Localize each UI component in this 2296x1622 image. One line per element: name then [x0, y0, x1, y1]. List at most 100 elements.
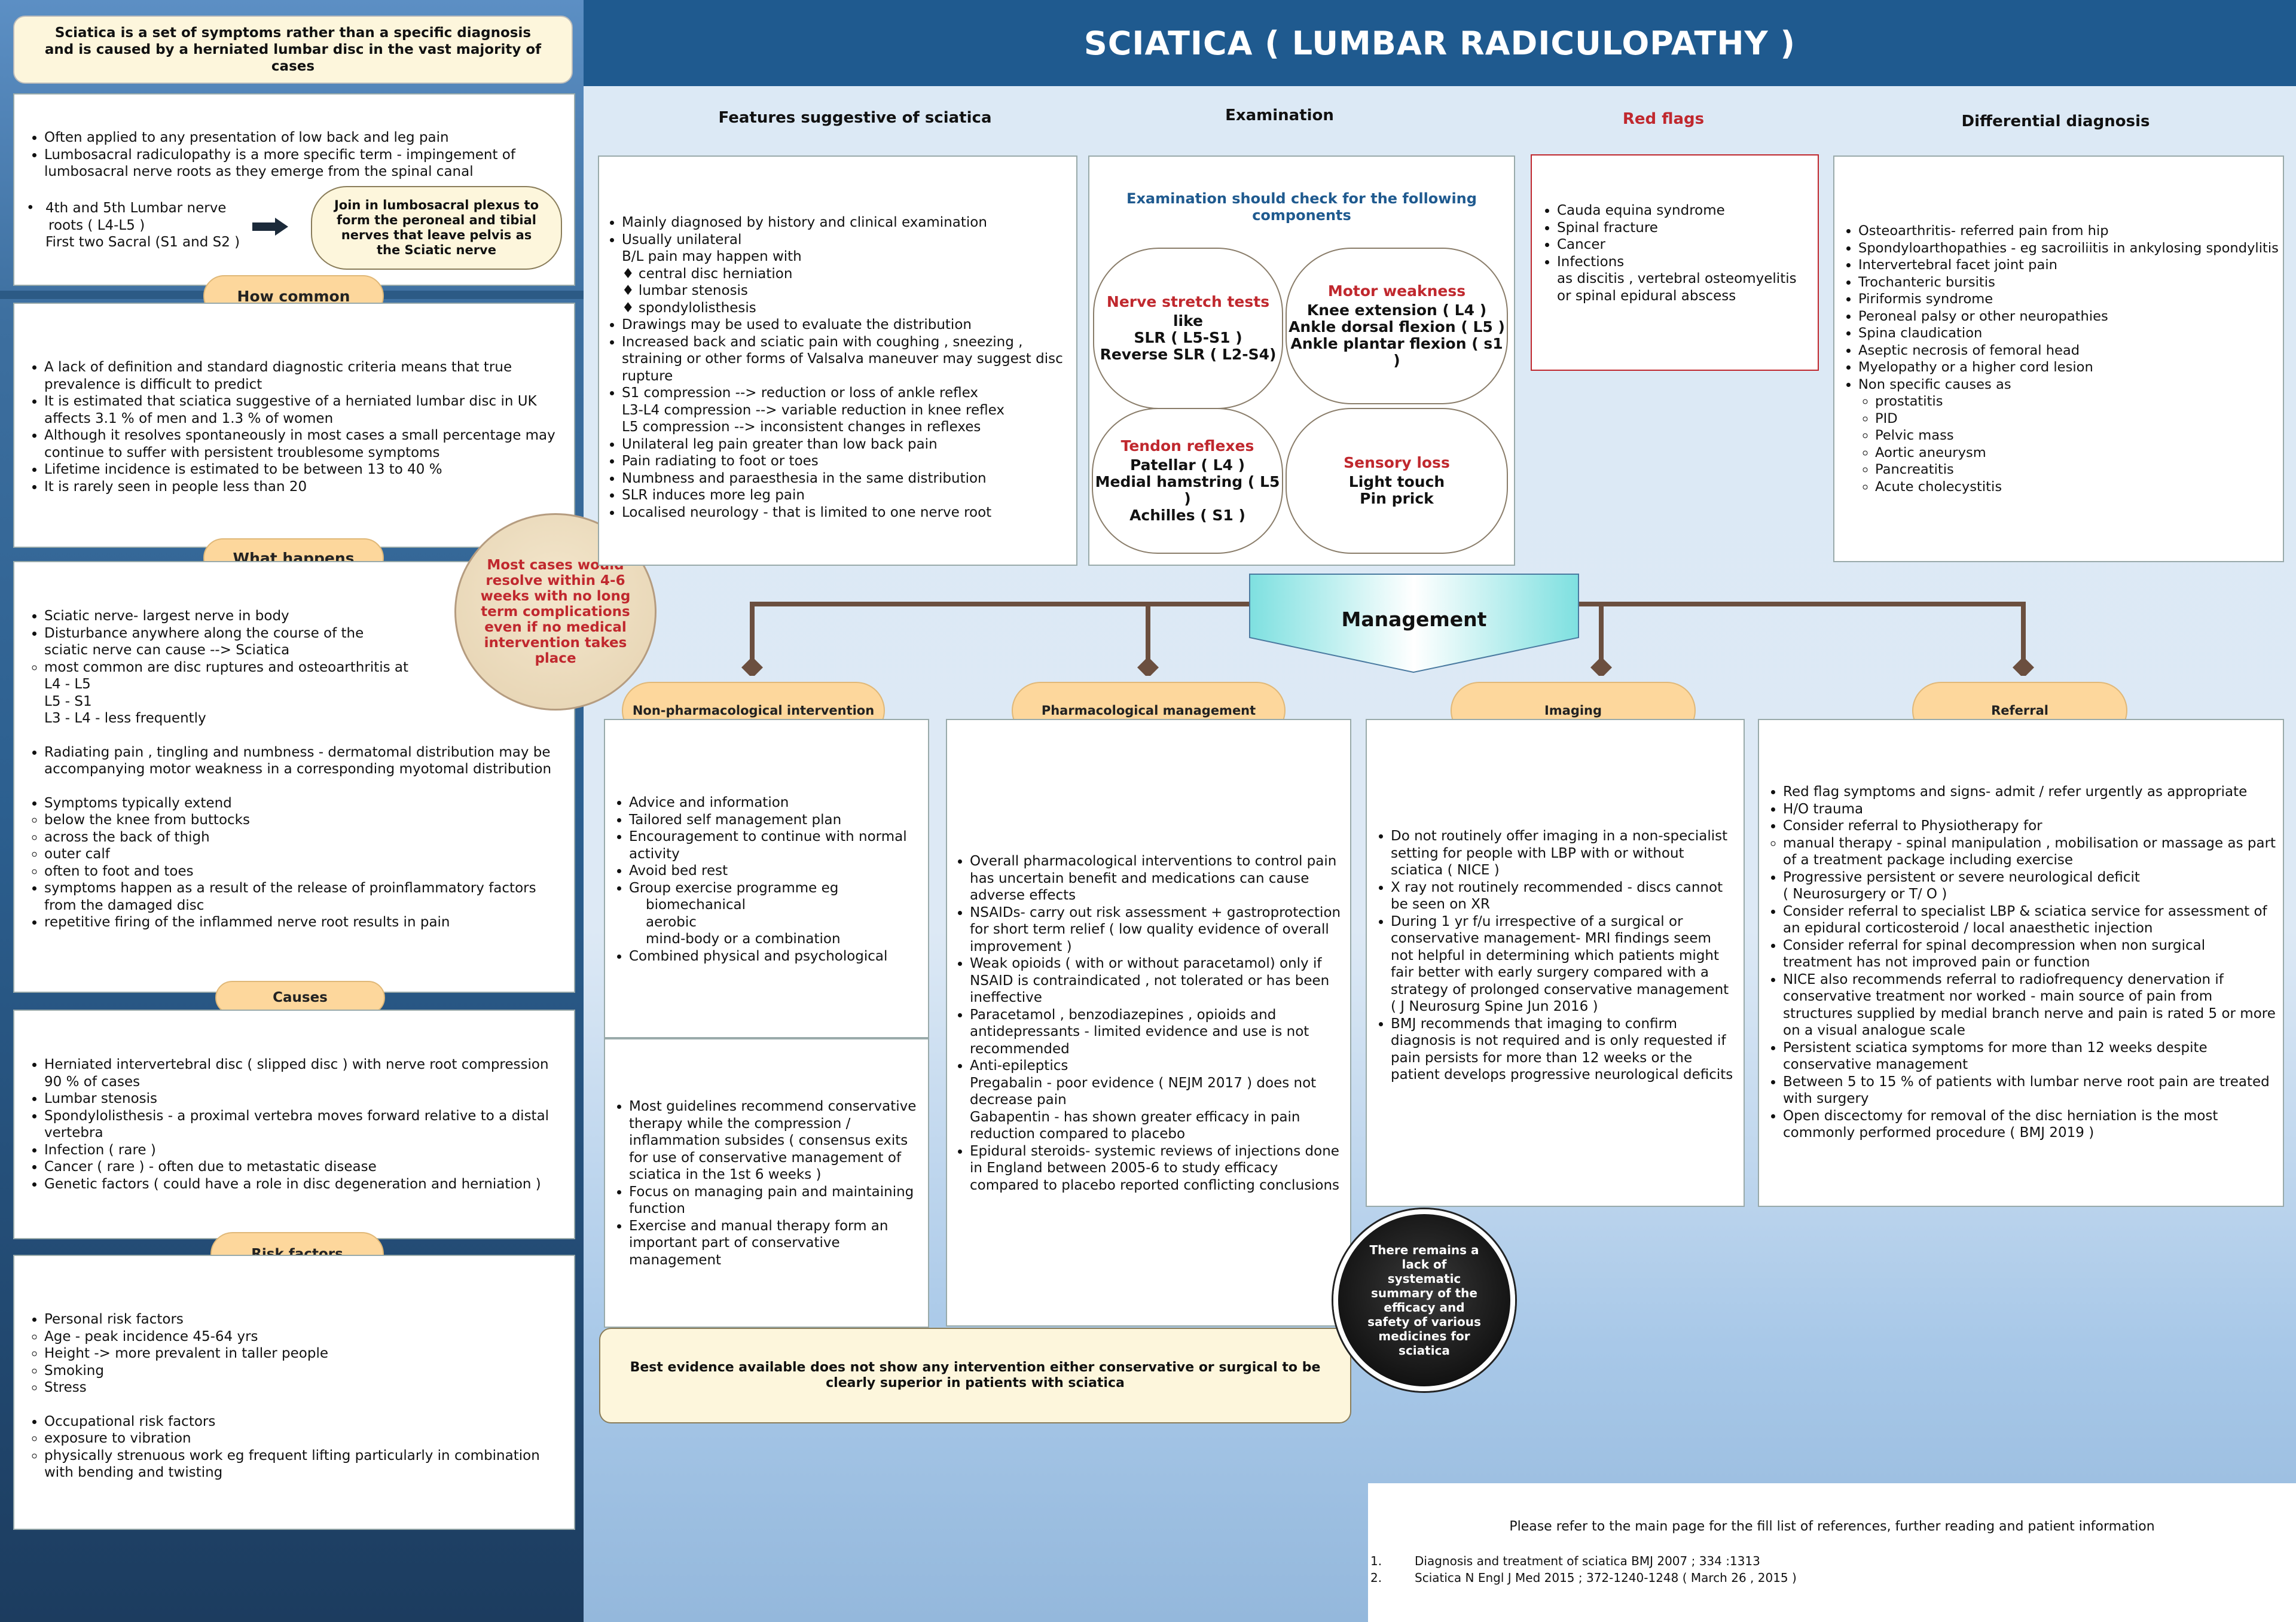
nonpharm-item: Group exercise programme eg: [629, 880, 922, 897]
features-bullet: Numbness and paraesthesia in the same di…: [622, 470, 1070, 487]
antiepileptic-detail: Pregabalin - poor evidence ( NEJM 2017 )…: [970, 1075, 1317, 1108]
features-bullet: Pain radiating to foot or toes: [622, 453, 1070, 470]
nonpharm-item: Advice and information: [629, 794, 922, 812]
imaging-item: BMJ recommends that imaging to confirm d…: [1391, 1016, 1738, 1084]
cause-item: Infection ( rare ): [44, 1142, 562, 1159]
referral-card: Red flag symptoms and signs- admit / ref…: [1758, 719, 2284, 1207]
features-heading: Features suggestive of sciatica: [718, 109, 992, 127]
pharm-item: NSAIDs- carry out risk assessment + gast…: [970, 904, 1345, 956]
imaging-item: X ray not routinely recommended - discs …: [1391, 879, 1738, 913]
features-bilateral-item: ♦ spondylolisthesis: [622, 300, 756, 316]
differential-card: Osteoarthritis- referred pain from hipSp…: [1833, 156, 2284, 562]
personal-risk-item: Age - peak incidence 45-64 yrs: [44, 1328, 562, 1346]
features-bullet: Increased back and sciatic pain with cou…: [622, 334, 1070, 385]
personal-risk-heading: Personal risk factors: [44, 1311, 562, 1328]
differential-item: Intervertebral facet joint pain: [1858, 257, 2283, 274]
extend-item: outer calf: [44, 846, 562, 863]
differential-item: Piriformis syndrome: [1858, 291, 2283, 308]
red-flags-card: Cauda equina syndrome Spinal fracture Ca…: [1531, 154, 1819, 371]
reference-number: 2.: [1370, 1571, 1382, 1585]
differential-item: Osteoarthritis- referred pain from hip: [1858, 222, 2283, 240]
overview-card: Often applied to any presentation of low…: [13, 93, 575, 286]
referral-item: Between 5 to 15 % of patients with lumba…: [1783, 1074, 2277, 1108]
pharm-item: Anti-epileptics: [970, 1057, 1345, 1075]
nerve-stretch-line: like: [1173, 312, 1204, 330]
red-flag-item: Cauda equina syndrome: [1557, 202, 1812, 219]
what-happens-bullet-1: Sciatic nerve- largest nerve in body: [44, 608, 562, 625]
group-exercise-type: biomechanical: [646, 897, 746, 913]
features-bilateral-item: ♦ lumbar stenosis: [622, 283, 748, 298]
nerve-stretch-oval: Nerve stretch tests like SLR ( L5-S1 ) R…: [1093, 248, 1283, 409]
radiating-pain-text: Radiating pain , tingling and numbness -…: [44, 744, 562, 778]
how-common-card: A lack of definition and standard diagno…: [13, 303, 575, 548]
features-bilateral-item: ♦ central disc herniation: [622, 266, 793, 282]
tendon-reflexes-line: Achilles ( S1 ): [1129, 507, 1245, 524]
cause-item: Herniated intervertebral disc ( slipped …: [44, 1056, 562, 1090]
sensory-loss-title: Sensory loss: [1344, 454, 1450, 471]
causes-card: Herniated intervertebral disc ( slipped …: [13, 1010, 575, 1239]
sensory-loss-oval: Sensory loss Light touch Pin prick: [1286, 408, 1508, 554]
tendon-reflexes-line: Patellar ( L4 ): [1129, 456, 1245, 474]
symptoms-extend-text: Symptoms typically extend: [44, 795, 562, 812]
nerve-stretch-line: Reverse SLR ( L2-S4): [1100, 346, 1277, 363]
occupational-risk-heading: Occupational risk factors: [44, 1413, 562, 1431]
what-happens-bullet-4: repetitive firing of the inflammed nerve…: [44, 914, 562, 931]
features-bullet: Unilateral leg pain greater than low bac…: [622, 436, 1070, 453]
cause-item: Genetic factors ( could have a role in d…: [44, 1176, 562, 1193]
personal-risk-item: Height -> more prevalent in taller peopl…: [44, 1345, 562, 1362]
what-happens-bullet-3: symptoms happen as a result of the relea…: [44, 880, 562, 914]
references-note: Please refer to the main page for the fi…: [1509, 1519, 2155, 1534]
level-1: L4 - L5: [44, 676, 91, 692]
extend-item: across the back of thigh: [44, 829, 562, 846]
features-bullet: Usually unilateral: [622, 231, 1070, 249]
motor-weakness-line: Ankle dorsal flexion ( L5 ): [1289, 318, 1505, 336]
differential-item: Spondyloarthopathies - eg sacroiliitis i…: [1858, 240, 2283, 257]
references-card: Please refer to the main page for the fi…: [1368, 1483, 2296, 1622]
pharm-item: Epidural steroids- systemic reviews of i…: [970, 1143, 1345, 1194]
reference-item: Diagnosis and treatment of sciatica BMJ …: [1415, 1554, 1760, 1568]
examination-card: Examination should check for the followi…: [1088, 156, 1515, 566]
differential-item: Myelopathy or a higher cord lesion: [1858, 359, 2283, 376]
management-label: Management: [1341, 608, 1487, 631]
guideline-item: Exercise and manual therapy form an impo…: [629, 1218, 922, 1269]
referral-item: Open discectomy for removal of the disc …: [1783, 1108, 2277, 1142]
differential-item: Non specific causes as: [1858, 376, 2283, 394]
imaging-card: Do not routinely offer imaging in a non-…: [1366, 719, 1745, 1207]
how-common-item: It is estimated that sciatica suggestive…: [44, 393, 562, 427]
how-common-item: Although it resolves spontaneously in mo…: [44, 427, 562, 461]
examination-heading: Examination: [1225, 106, 1334, 124]
level-2: L5 - S1: [44, 693, 92, 709]
referral-item: Red flag symptoms and signs- admit / ref…: [1783, 783, 2277, 801]
imaging-item: Do not routinely offer imaging in a non-…: [1391, 828, 1738, 879]
tendon-reflexes-oval: Tendon reflexes Patellar ( L4 ) Medial h…: [1092, 408, 1283, 554]
occupational-risk-item: physically strenuous work eg frequent li…: [44, 1447, 562, 1481]
what-happens-bullet-2: Disturbance anywhere along the course of…: [44, 625, 562, 659]
examination-subheading: Examination should check for the followi…: [1126, 190, 1477, 224]
nonpharm-item: Tailored self management plan: [629, 812, 922, 829]
reference-item: Sciatica N Engl J Med 2015 ; 372-1240-12…: [1415, 1571, 1797, 1585]
roots-line-1: 4th and 5th Lumbar nerve: [45, 200, 227, 216]
nerve-stretch-line: SLR ( L5-S1 ): [1134, 329, 1242, 346]
cause-item: Spondylolisthesis - a proximal vertebra …: [44, 1108, 562, 1142]
features-card: Mainly diagnosed by history and clinical…: [598, 156, 1077, 566]
group-exercise-type: aerobic: [646, 914, 697, 930]
personal-risk-item: Stress: [44, 1379, 562, 1397]
reference-number: 1.: [1370, 1554, 1382, 1568]
neurosurgery-detail: ( Neurosurgery or T/ O ): [1783, 886, 1947, 902]
how-common-item: It is rarely seen in people less than 20: [44, 478, 562, 496]
infection-detail: as discitis , vertebral osteomyelitis or…: [1557, 271, 1797, 304]
what-happens-sub-1: most common are disc ruptures and osteoa…: [44, 659, 562, 676]
referral-item: Persistent sciatica symptoms for more th…: [1783, 1039, 2277, 1074]
nonpharm-item: Avoid bed rest: [629, 862, 922, 880]
differential-item: Spina claudication: [1858, 325, 2283, 342]
right-arrow-icon: [252, 218, 288, 236]
risk-factors-card: Personal risk factors Age - peak inciden…: [13, 1255, 575, 1530]
overview-bullet-1: Often applied to any presentation of low…: [44, 129, 562, 147]
intro-box: Sciatica is a set of symptoms rather tha…: [13, 16, 573, 84]
features-bullet: Drawings may be used to evaluate the dis…: [622, 316, 1070, 334]
guidelines-card: Most guidelines recommend conservative t…: [604, 1038, 929, 1328]
referral-item: H/O trauma: [1783, 801, 2277, 818]
pharm-card: Overall pharmacological interventions to…: [946, 719, 1351, 1327]
level-3: L3 - L4 - less frequently: [44, 711, 206, 726]
cause-item: Lumbar stenosis: [44, 1090, 562, 1108]
